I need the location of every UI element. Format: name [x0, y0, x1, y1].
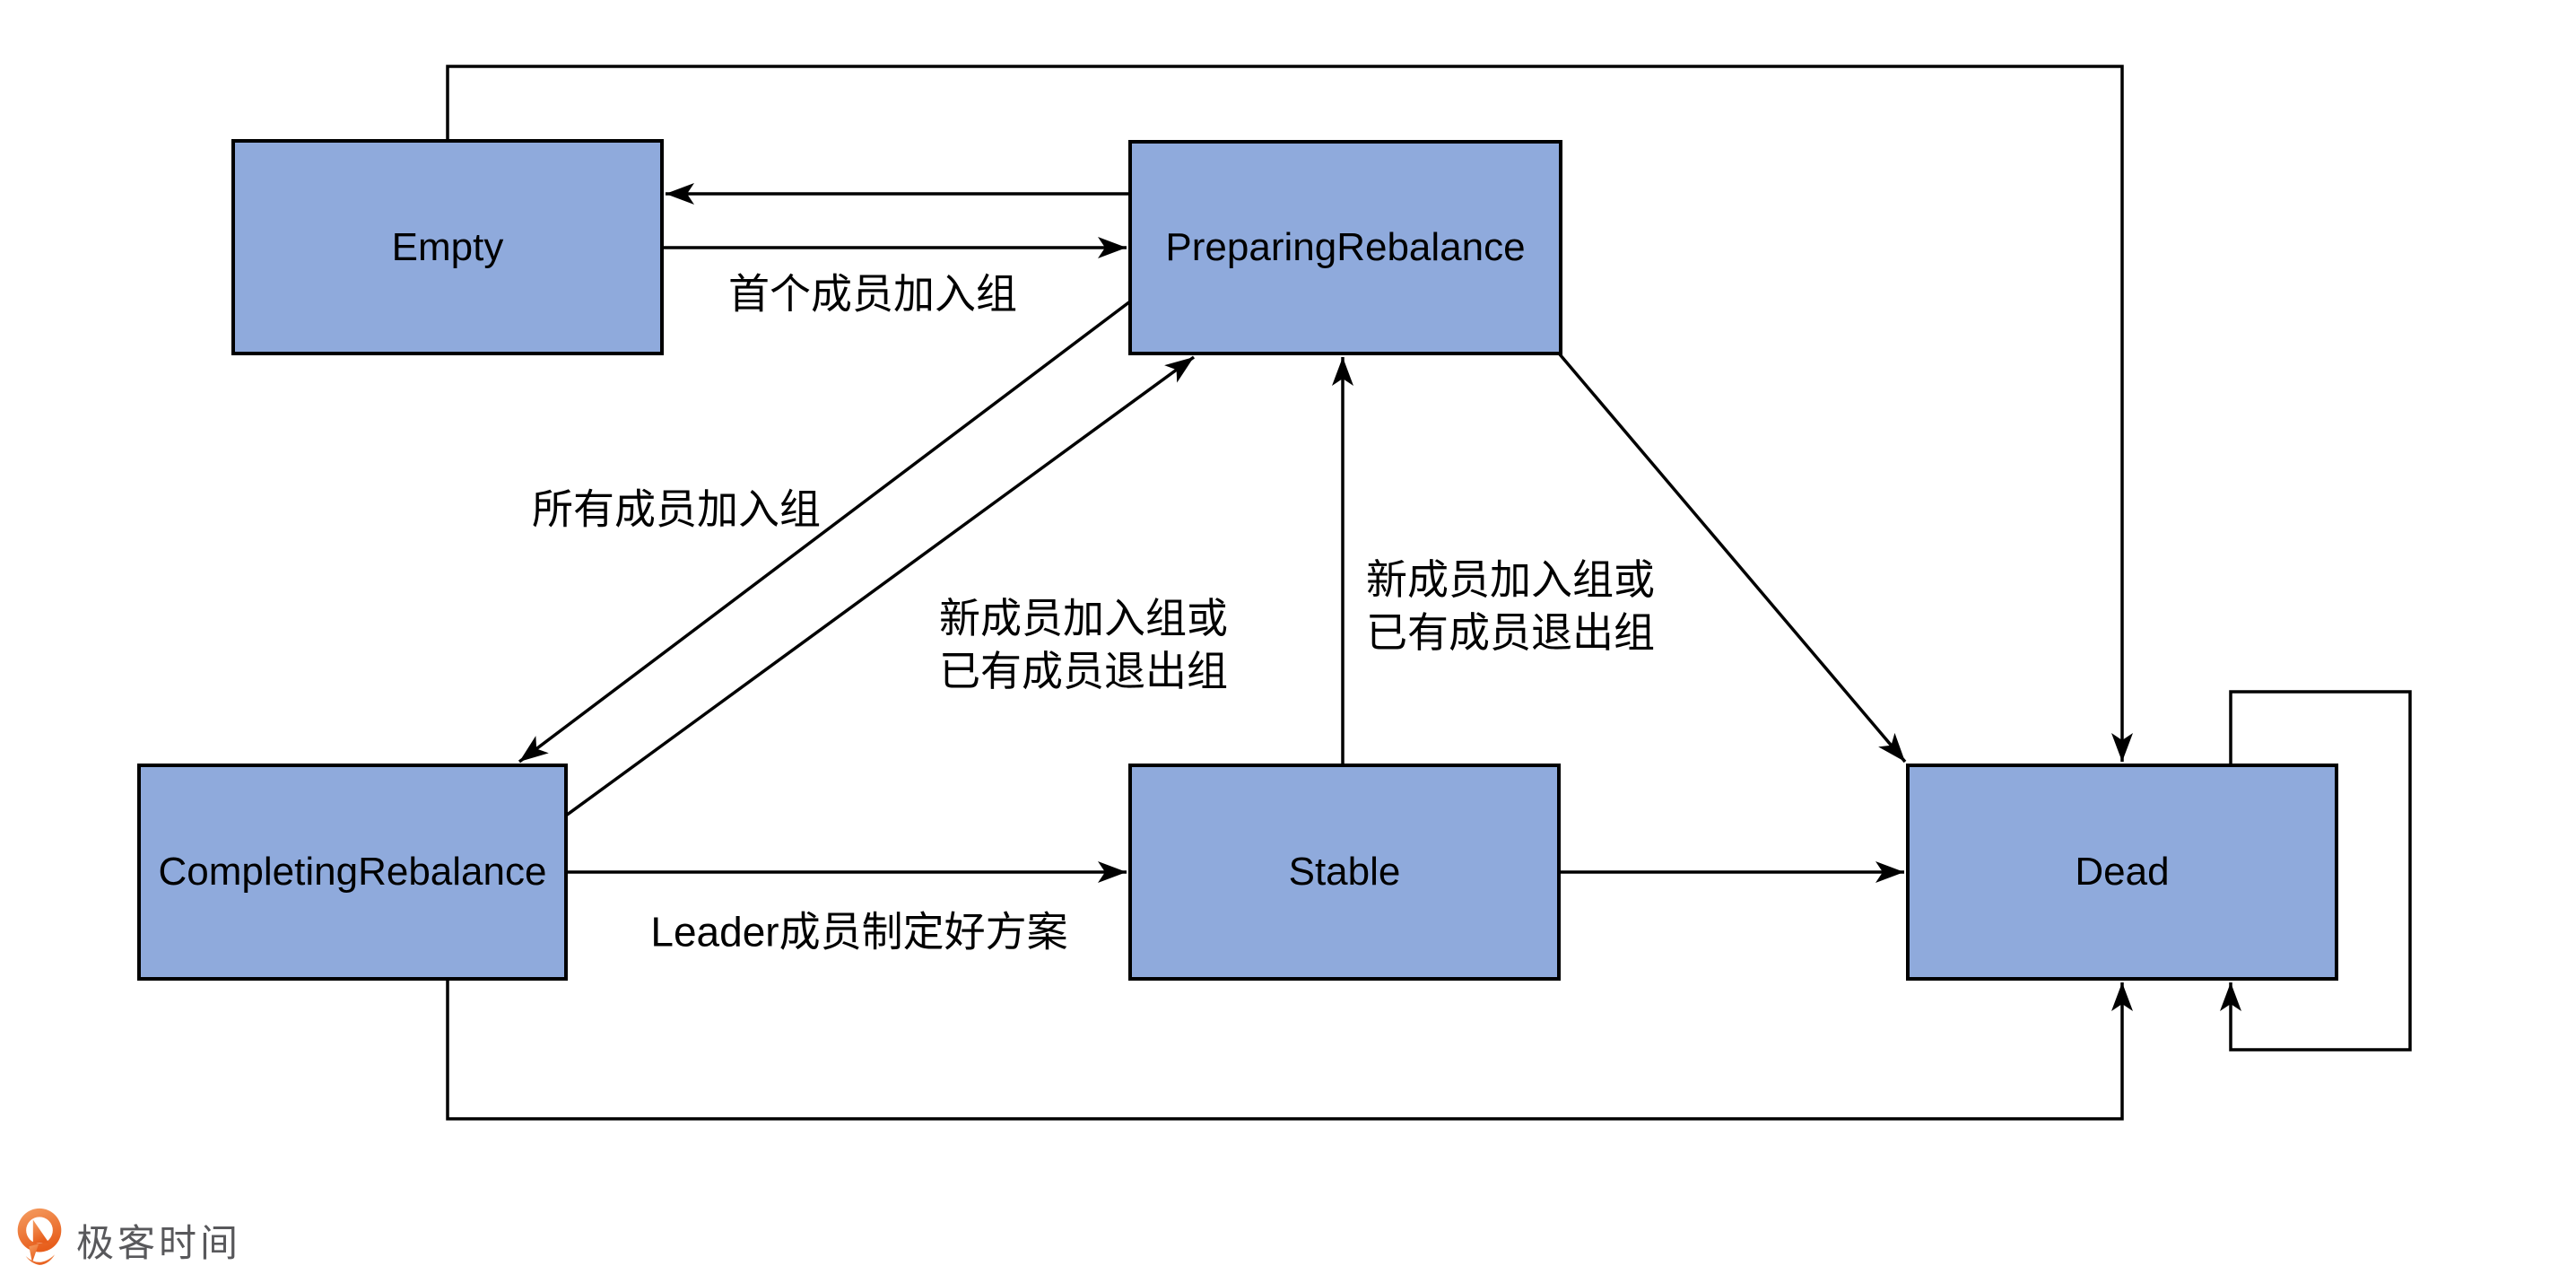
state-node-empty: Empty — [231, 139, 664, 355]
state-node-completing-rebalance: CompletingRebalance — [137, 764, 568, 981]
state-label-dead: Dead — [2075, 850, 2170, 894]
state-label-empty: Empty — [391, 224, 504, 269]
edge-completing-to-dead-bottom-loop — [446, 979, 2133, 1121]
state-label-preparing-rebalance: PreparingRebalance — [1165, 225, 1526, 269]
geektime-pin-icon — [17, 1208, 62, 1265]
geektime-logo-text: 极客时间 — [76, 1221, 242, 1264]
edge-label-new-join-or-exit-mid: 新成员加入组或 已有成员退出组 — [939, 595, 1228, 694]
edge-label-all-members-join: 所有成员加入组 — [532, 485, 821, 533]
state-label-stable: Stable — [1288, 850, 1401, 894]
edge-label-first-member-join: 首个成员加入组 — [728, 270, 1017, 318]
geektime-logo: 极客时间 — [15, 1206, 241, 1274]
edge-preparing-to-dead — [1558, 353, 1907, 764]
state-label-completing-rebalance: CompletingRebalance — [158, 850, 547, 894]
edge-label-leader-plan-done: Leader成员制定好方案 — [650, 908, 1068, 956]
state-node-stable: Stable — [1128, 764, 1561, 981]
edge-completing-to-preparing — [564, 355, 1196, 817]
state-node-dead: Dead — [1906, 764, 2338, 981]
edge-label-new-join-or-exit-right: 新成员加入组或 已有成员退出组 — [1366, 556, 1655, 656]
edge-preparing-to-completing — [518, 300, 1132, 764]
edge-empty-to-dead-top-loop — [446, 65, 2133, 762]
edge-dead-self-loop — [2220, 690, 2412, 1052]
state-node-preparing-rebalance: PreparingRebalance — [1128, 140, 1562, 355]
